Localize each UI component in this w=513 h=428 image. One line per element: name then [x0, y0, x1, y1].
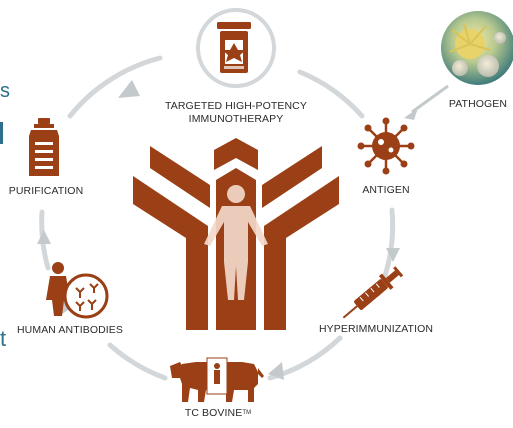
human-antibodies-label: HUMAN ANTIBODIES — [16, 324, 124, 336]
trademark-mark: TM — [242, 410, 252, 416]
arrowhead-right — [386, 248, 400, 262]
bottle-icon — [29, 118, 59, 176]
cycle-arc-top-left — [67, 55, 163, 119]
left-text-fragment-1: s — [0, 80, 10, 102]
virus-icon — [357, 117, 415, 175]
arrowhead-left — [37, 230, 51, 244]
pathogen-arrowhead — [404, 108, 418, 120]
tc-bovine-text: TC BOVINE — [184, 407, 243, 419]
human-antibodies-icon — [46, 262, 109, 319]
immunotherapy-label-line1: TARGETED HIGH-POTENCY — [165, 100, 307, 112]
cow-icon — [170, 357, 264, 402]
hyperimmunization-label: HYPERIMMUNIZATION — [318, 323, 434, 335]
cycle-arrowheads — [37, 80, 400, 380]
vial-icon — [217, 22, 251, 73]
purification-label: PURIFICATION — [8, 185, 84, 197]
pathogen-image — [441, 11, 513, 85]
cycle-arc-top-right — [297, 69, 365, 119]
human-figure-silhouette — [204, 185, 268, 300]
cycle-arc-bottom-left — [107, 342, 168, 381]
syringe-icon — [342, 266, 404, 319]
immunotherapy-label-line2: IMMUNOTHERAPY — [188, 113, 284, 125]
pathogen-label: PATHOGEN — [448, 98, 508, 110]
arrowhead-top-left — [118, 80, 140, 98]
left-text-fragment-3: t — [0, 326, 7, 351]
tc-bovine-label: TC BOVINETM — [185, 407, 251, 420]
arrowhead-bottom — [268, 362, 284, 380]
pathogen-arrow-line — [411, 84, 449, 114]
immunotherapy-label: TARGETED HIGH-POTENCY IMMUNOTHERAPY — [165, 100, 307, 126]
antigen-label: ANTIGEN — [362, 184, 410, 196]
left-accent-bar — [0, 122, 3, 144]
